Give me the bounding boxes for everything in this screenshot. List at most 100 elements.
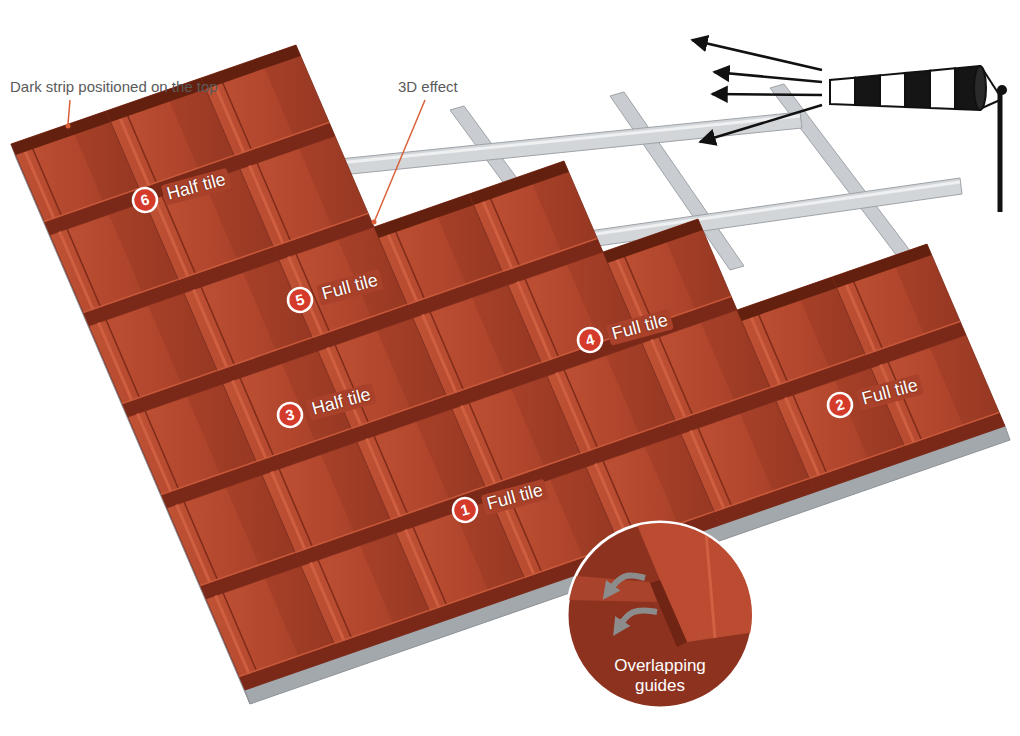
tile-rib: [691, 431, 725, 509]
callout-badge: 2: [823, 388, 857, 422]
tile-rib-shadow: [279, 469, 313, 547]
callout-badge: 4: [573, 323, 607, 357]
tile-rib: [557, 373, 591, 451]
tile-rib-shadow: [374, 436, 408, 514]
tile-step-highlight: [809, 445, 904, 478]
tile-rib: [518, 282, 552, 360]
windsock-mouth: [974, 66, 986, 110]
upper-tile: [635, 520, 755, 642]
callout-badge: 3: [273, 398, 307, 432]
tile-step-highlight: [904, 412, 999, 445]
tile-type-label: Full tile: [316, 268, 384, 305]
tile-rib-shadow: [28, 138, 62, 216]
magnified-tiles: [565, 520, 755, 647]
callout-number: 3: [273, 398, 307, 432]
callout-badge: 5: [283, 283, 317, 317]
tile-rib-shadow: [564, 370, 598, 448]
tile-rib: [367, 439, 401, 517]
rafter: [770, 84, 914, 260]
wind-arrow: [700, 105, 822, 142]
tile-rib-shadow: [218, 72, 252, 150]
tile-rib-shadow: [318, 560, 352, 638]
leader-dot: [66, 124, 71, 129]
tile-rib: [842, 274, 876, 352]
overlap-arrow: [617, 610, 657, 630]
tile-rib: [423, 315, 457, 393]
tile-rib-shadow: [145, 411, 179, 489]
tile-step: [905, 413, 1006, 459]
tile-rib-shadow: [162, 196, 196, 274]
tile-rib-shadow: [486, 188, 520, 266]
tile-rib-shadow: [413, 527, 447, 605]
leader-lines: [66, 100, 426, 225]
tile-rib-shadow: [430, 312, 464, 390]
tile-step: [335, 611, 436, 657]
callout-badge: 1: [448, 493, 482, 527]
tile-callout: 4Full tile: [573, 305, 675, 357]
dark-top-strip: [11, 111, 111, 155]
tile-rib: [479, 191, 513, 269]
tile-step-highlight: [429, 577, 524, 610]
tile-rib-shadow: [257, 163, 291, 241]
callout-number: 4: [573, 323, 607, 357]
annotation-label: 3D effect: [398, 78, 458, 96]
wind-arrow: [714, 72, 822, 82]
tile-field: [11, 45, 1010, 704]
tile-step-highlight: [239, 643, 334, 676]
tile-rib: [21, 141, 55, 219]
tile-rib-shadow: [201, 287, 235, 365]
tile-callout: 2Full tile: [823, 370, 925, 422]
tile-rib: [384, 224, 418, 302]
tile-rib: [216, 596, 250, 674]
annotation-label: Dark strip positioned on the top: [10, 78, 218, 96]
tile-rib: [60, 232, 94, 310]
tile-rib: [116, 108, 150, 186]
tile-rib: [99, 323, 133, 401]
tile-type-label: Full tile: [606, 308, 674, 345]
batten: [540, 178, 962, 254]
windsock-stripe: [855, 75, 880, 106]
tile-rib: [786, 398, 820, 476]
lower-tile: [565, 575, 657, 602]
tile-rib: [747, 307, 781, 385]
tile-rib-shadow: [849, 271, 883, 349]
wind-arrow: [712, 94, 822, 95]
tile-rib-shadow: [67, 229, 101, 307]
tile-rib-shadow: [793, 395, 827, 473]
tile-callout: 5Full tile: [283, 265, 385, 317]
tile-step: [430, 578, 531, 624]
tile-rib-shadow: [391, 221, 425, 299]
windsock-stripe: [930, 68, 955, 109]
dark-top-strip: [469, 161, 569, 205]
tile-rib-shadow: [525, 279, 559, 357]
tile-rib-shadow: [620, 246, 654, 324]
tile-rib: [233, 381, 267, 459]
tile-rib-shadow: [184, 502, 218, 580]
tile-rib-shadow: [223, 593, 257, 671]
tile-rib-shadow: [123, 105, 157, 183]
dark-top-strip: [603, 219, 703, 263]
callout-number: 6: [128, 183, 162, 217]
tile-type-label: Half tile: [161, 167, 232, 205]
tile-step: [240, 644, 341, 690]
tile-rib: [177, 505, 211, 583]
magnifier-inset: Overlapping guides: [565, 520, 755, 710]
tile-callout: 1Full tile: [448, 475, 550, 527]
callout-badge: 6: [128, 183, 162, 217]
tile-rib-shadow: [698, 428, 732, 506]
windsock-pole: [998, 92, 1003, 212]
tile-callout: 6Half tile: [128, 164, 233, 217]
tile-rib: [705, 520, 715, 638]
tile-wave-shade: [299, 136, 369, 227]
tile-step-highlight: [714, 478, 809, 511]
tile-rib: [311, 563, 345, 641]
tile-rib: [272, 472, 306, 550]
tile-callout: 3Half tile: [273, 379, 378, 432]
tile-rib: [194, 290, 228, 368]
callout-number: 1: [448, 493, 482, 527]
windsock-stripe: [905, 71, 930, 108]
dark-top-strip: [374, 194, 474, 238]
overlap-arrow: [607, 575, 645, 594]
